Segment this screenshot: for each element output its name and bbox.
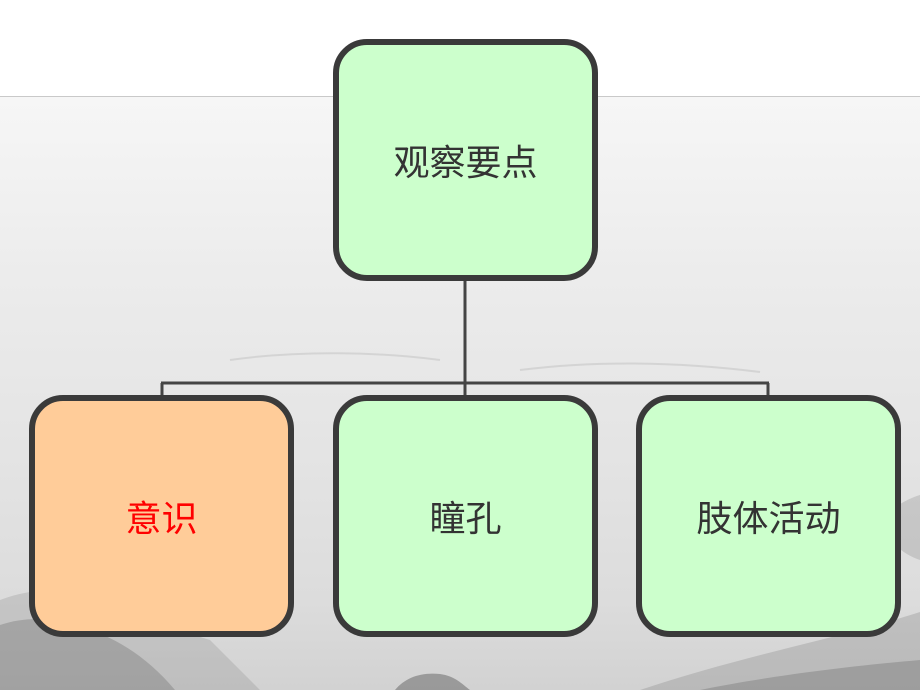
child-node-limb-activity: 肢体活动 [636,395,901,637]
child-node-limb-activity-label: 肢体活动 [696,499,841,540]
child-node-consciousness: 意识 [29,395,294,637]
child-node-consciousness-label: 意识 [125,499,198,540]
child-node-pupil: 瞳孔 [333,395,598,637]
child-node-pupil-label: 瞳孔 [429,499,502,540]
root-node: 观察要点 [333,39,598,281]
root-node-label: 观察要点 [393,143,538,184]
